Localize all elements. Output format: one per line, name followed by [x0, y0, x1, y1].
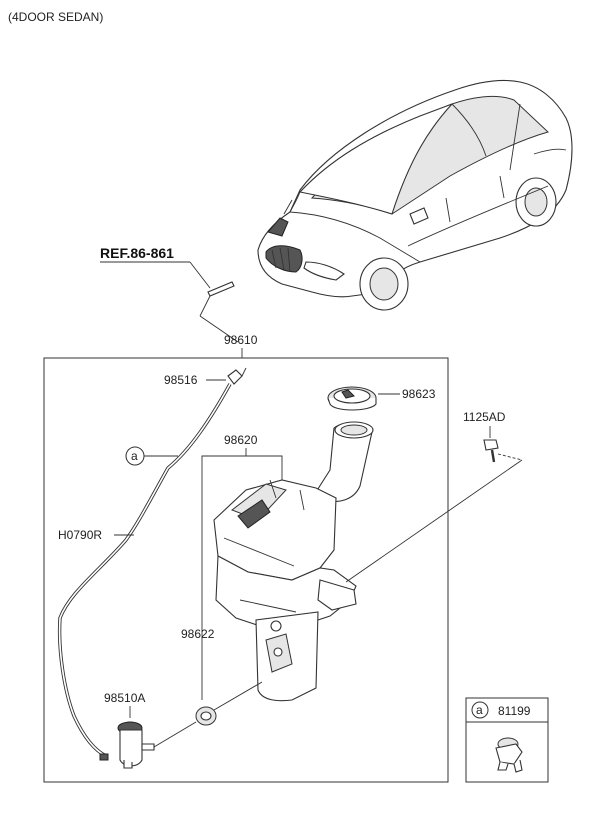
reference-label[interactable]: REF.86-861	[100, 245, 174, 261]
connector-98516	[227, 369, 243, 385]
washer-nozzle-assembly	[199, 281, 239, 343]
bracket-98620	[201, 455, 283, 700]
part-label-98610[interactable]: 98610	[224, 333, 258, 347]
bolt-leader	[345, 459, 523, 583]
legend-part-number[interactable]: 81199	[498, 704, 531, 718]
assembly-frame	[43, 357, 449, 783]
reference-leader	[189, 261, 211, 289]
legend-circle	[471, 701, 489, 719]
clip-81199	[495, 737, 523, 773]
legend-box: a 81199	[465, 697, 549, 783]
reservoir-cap-98623	[327, 386, 377, 411]
callout-letter: a	[131, 449, 138, 463]
part-label-98510A[interactable]: 98510A	[104, 691, 145, 705]
pump-leader	[153, 721, 197, 748]
variant-label: (4DOOR SEDAN)	[8, 10, 103, 24]
grommet-98622	[195, 706, 217, 726]
car-illustration	[257, 79, 573, 311]
washer-reservoir-98620	[213, 421, 374, 702]
bolt-dash	[497, 453, 523, 461]
part-label-98623[interactable]: 98623	[402, 387, 436, 401]
bolt-1125AD	[483, 439, 499, 463]
part-label-1125AD[interactable]: 1125AD	[463, 410, 506, 424]
legend-letter: a	[476, 703, 483, 717]
washer-pump-98510A	[117, 721, 155, 769]
part-label-H0790R[interactable]: H0790R	[58, 528, 102, 542]
part-label-98516[interactable]: 98516	[164, 373, 198, 387]
part-label-98620[interactable]: 98620	[224, 433, 258, 447]
part-label-98622[interactable]: 98622	[181, 627, 215, 641]
